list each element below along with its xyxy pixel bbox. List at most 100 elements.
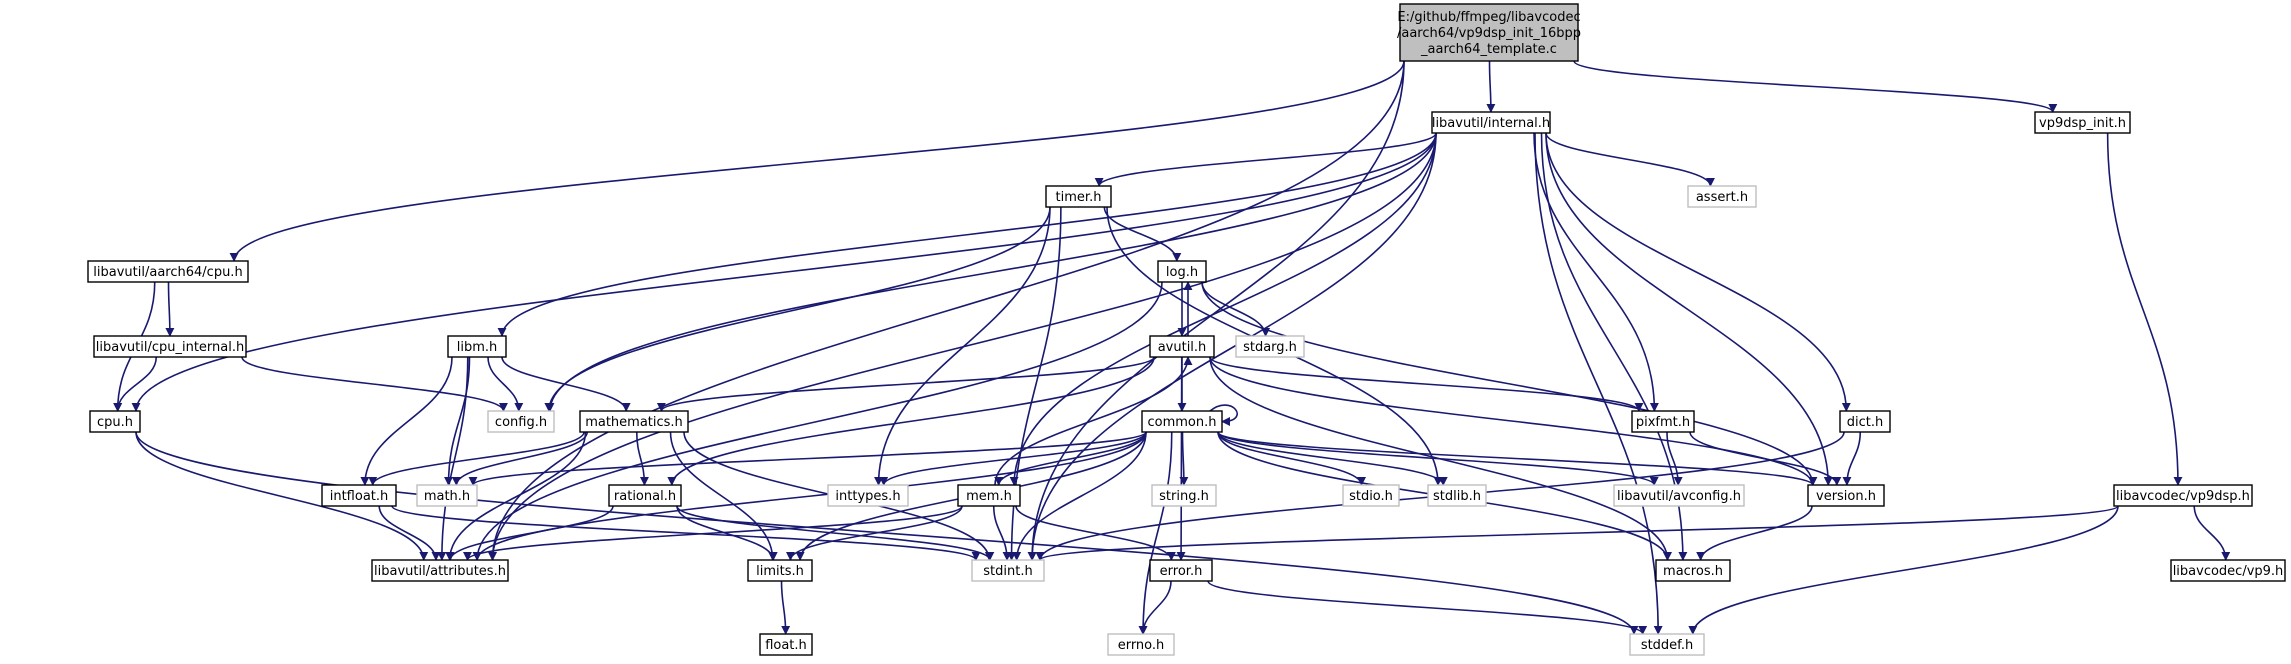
edge-rational-to-stdint [676,505,995,561]
edge-vp9dsp-to-stdint [1035,505,2119,561]
edge-intfloat-to-stdint [391,505,981,561]
node-common[interactable]: common.h [1141,410,1223,433]
edge-layer [113,60,2231,635]
node-error[interactable]: error.h [1149,559,1213,582]
node-mathematics[interactable]: mathematics.h [579,410,689,433]
edge-mem-to-attributes [463,505,963,561]
node-box-rational[interactable] [608,484,682,507]
node-mem[interactable]: mem.h [957,484,1021,507]
node-box-log[interactable] [1157,260,1207,283]
node-libm[interactable]: libm.h [447,335,507,358]
node-label-timer: timer.h [1056,190,1102,205]
node-box-errno[interactable] [1107,633,1175,656]
node-avutil[interactable]: avutil.h [1149,335,1215,358]
node-box-math[interactable] [416,484,478,507]
node-box-config[interactable] [487,410,555,433]
node-box-limits[interactable] [747,559,813,582]
node-vp9dsp_init[interactable]: vp9dsp_init.h [2034,111,2131,134]
node-box-assert[interactable] [1687,185,1757,208]
node-box-stddef[interactable] [1629,633,1705,656]
node-timer[interactable]: timer.h [1045,185,1112,208]
node-stdlib[interactable]: stdlib.h [1427,484,1487,507]
node-assert[interactable]: assert.h [1687,185,1757,208]
node-box-dict[interactable] [1839,410,1891,433]
edge-mem-to-avutil [994,356,1193,486]
node-log[interactable]: log.h [1157,260,1207,283]
edge-internal-to-config [545,132,1437,412]
node-aarch64cpu[interactable]: libavutil/aarch64/cpu.h [87,260,249,283]
node-root[interactable]: E:/github/ffmpeg/libavcodec/aarch64/vp9d… [1397,3,1581,62]
node-box-pixfmt[interactable] [1631,410,1695,433]
node-macros[interactable]: macros.h [1655,559,1731,582]
node-box-stdio[interactable] [1342,484,1400,507]
node-stdio[interactable]: stdio.h [1342,484,1400,507]
node-box-float[interactable] [759,633,813,656]
node-box-mathematics[interactable] [579,410,689,433]
node-box-attributes[interactable] [371,559,509,582]
node-box-mem[interactable] [957,484,1021,507]
node-box-intfloat[interactable] [321,484,397,507]
edge-mathematics-to-math [451,431,589,486]
node-label-root-line-1: /aarch64/vp9dsp_init_16bpp [1397,26,1581,41]
node-rational[interactable]: rational.h [608,484,682,507]
node-box-error[interactable] [1149,559,1213,582]
node-intfloat[interactable]: intfloat.h [321,484,397,507]
node-box-version[interactable] [1807,484,1885,507]
node-box-stdarg[interactable] [1235,335,1305,358]
node-string[interactable]: string.h [1151,484,1217,507]
node-box-internal[interactable] [1431,111,1551,134]
node-box-cpu[interactable] [89,410,141,433]
node-label-errno: errno.h [1118,638,1165,653]
node-box-stdlib[interactable] [1427,484,1487,507]
node-box-vp9[interactable] [2170,559,2286,582]
edge-internal-to-stddef [1534,132,1663,635]
node-layer: E:/github/ffmpeg/libavcodec/aarch64/vp9d… [87,3,2286,656]
edge-mem-to-error [1015,505,1176,561]
node-vp9[interactable]: libavcodec/vp9.h [2170,559,2286,582]
edge-libm-to-attributes [437,356,469,561]
node-box-avconfig[interactable] [1613,484,1745,507]
node-label-root-line-0: E:/github/ffmpeg/libavcodec [1397,10,1580,25]
node-config[interactable]: config.h [487,410,555,433]
node-box-common[interactable] [1141,410,1223,433]
node-limits[interactable]: limits.h [747,559,813,582]
node-box-string[interactable] [1151,484,1217,507]
node-pixfmt[interactable]: pixfmt.h [1631,410,1695,433]
edge-mathematics-to-rational [635,431,649,486]
edge-avutil-to-rational [667,356,1155,486]
node-attributes[interactable]: libavutil/attributes.h [371,559,509,582]
node-errno[interactable]: errno.h [1107,633,1175,656]
node-box-inttypes[interactable] [827,484,909,507]
node-float[interactable]: float.h [759,633,813,656]
edge-internal-to-libm [497,132,1437,337]
node-avconfig[interactable]: libavutil/avconfig.h [1613,484,1745,507]
node-math[interactable]: math.h [416,484,478,507]
node-box-root[interactable] [1399,3,1579,62]
node-internal[interactable]: libavutil/internal.h [1431,111,1551,134]
edge-internal-to-dict [1545,132,1851,412]
node-cpu_internal[interactable]: libavutil/cpu_internal.h [93,335,247,358]
node-box-vp9dsp_init[interactable] [2034,111,2131,134]
node-cpu[interactable]: cpu.h [89,410,141,433]
edge-timer-to-config [544,206,1051,412]
node-box-timer[interactable] [1045,185,1112,208]
node-box-stdint[interactable] [971,559,1045,582]
node-vp9dsp[interactable]: libavcodec/vp9dsp.h [2113,484,2253,507]
node-box-cpu_internal[interactable] [93,335,247,358]
node-box-vp9dsp[interactable] [2113,484,2253,507]
node-stdarg[interactable]: stdarg.h [1235,335,1305,358]
node-label-math: math.h [424,489,470,504]
node-label-float: float.h [765,638,807,653]
edge-common-to-stdlib [1217,431,1448,486]
node-dict[interactable]: dict.h [1839,410,1891,433]
node-box-macros[interactable] [1655,559,1731,582]
node-box-aarch64cpu[interactable] [87,260,249,283]
node-box-avutil[interactable] [1149,335,1215,358]
node-label-cpu: cpu.h [97,415,133,430]
node-stddef[interactable]: stddef.h [1629,633,1705,656]
node-inttypes[interactable]: inttypes.h [827,484,909,507]
node-box-libm[interactable] [447,335,507,358]
node-stdint[interactable]: stdint.h [971,559,1045,582]
node-version[interactable]: version.h [1807,484,1885,507]
